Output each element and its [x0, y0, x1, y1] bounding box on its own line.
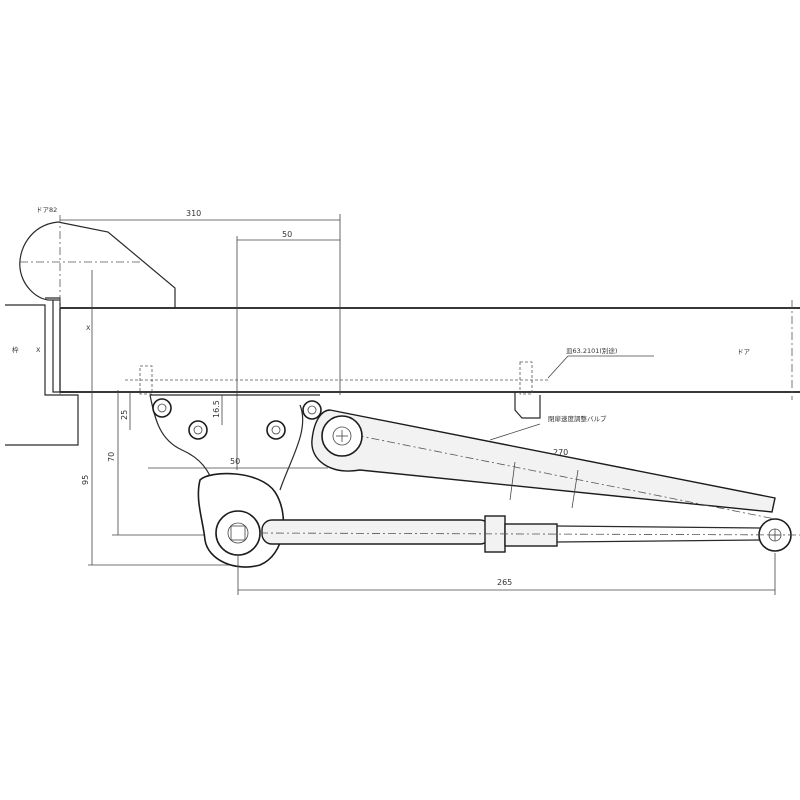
jamb-label: 枠: [12, 345, 19, 354]
dim-height-70: 70: [107, 452, 116, 462]
dim-bracket-50: 50: [230, 457, 240, 466]
closer-arm: [311, 409, 781, 521]
dim-height-16-5: 16.5: [212, 400, 221, 418]
bottom-dimension: [237, 553, 776, 595]
dim-overall-bottom: 265: [497, 578, 512, 587]
model-label: ドア82: [36, 206, 57, 214]
top-dimensions: [60, 214, 341, 470]
dim-height-95: 95: [81, 475, 90, 485]
mounting-bracket: [148, 394, 328, 491]
dim-offset-top: 50: [282, 230, 292, 239]
door-label: ドア: [737, 348, 751, 356]
valve-note: 閉扉速度調整バルブ: [548, 414, 607, 423]
dim-overall-top: 310: [186, 209, 201, 218]
left-dimensions: [88, 270, 230, 566]
door-slab: [59, 300, 800, 400]
dim-arm-270: 270: [553, 448, 568, 457]
door-frame: [5, 297, 79, 446]
valve-leader: [489, 423, 541, 441]
screw-markers: [139, 355, 654, 419]
link-arm: [197, 472, 800, 568]
door-mark: X: [86, 324, 91, 332]
jamb-mark: X: [36, 346, 41, 354]
dim-height-25: 25: [120, 410, 129, 420]
screw-note: 皿63.2101(別途): [566, 346, 617, 355]
